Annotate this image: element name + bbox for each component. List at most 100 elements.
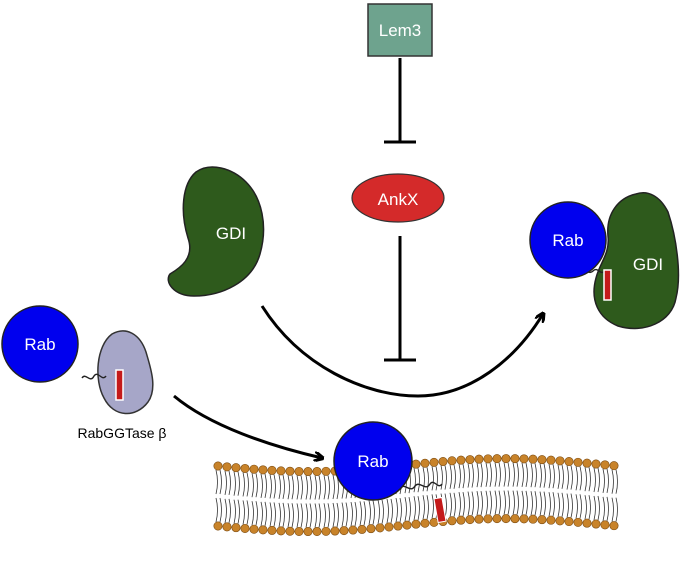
lipid-head-inner — [609, 521, 619, 531]
gdi-free-label: GDI — [216, 224, 246, 243]
lipid-head-inner — [591, 519, 601, 529]
lipid-head-outer — [447, 456, 457, 466]
lipid-head-outer — [231, 463, 241, 473]
lipid-head-inner — [348, 525, 358, 535]
lipid-head-outer — [609, 461, 619, 471]
lipid-head-inner — [447, 516, 457, 526]
lipid-head-inner — [285, 526, 295, 536]
lipid-head-outer — [222, 462, 232, 472]
lipid-head-outer — [510, 454, 520, 464]
rab-left-label: Rab — [24, 335, 55, 354]
lipid-head-outer — [303, 467, 313, 477]
lipid-head-inner — [393, 521, 403, 531]
lipid-head-inner — [321, 526, 331, 536]
lem3-node: Lem3 — [367, 3, 433, 57]
lipid-head-inner — [582, 518, 592, 528]
lipid-head-outer — [582, 458, 592, 468]
lipid-head-outer — [492, 454, 502, 464]
lipid-head-inner — [267, 525, 277, 535]
lipid-head-outer — [249, 464, 259, 474]
lipid-head-outer — [456, 455, 466, 465]
lipid-head-inner — [339, 526, 349, 536]
lipid-head-inner — [465, 515, 475, 525]
lipid-head-outer — [312, 466, 322, 476]
ankx-node: AnkX — [351, 173, 445, 223]
lipid-head-outer — [465, 455, 475, 465]
lipid-head-inner — [231, 523, 241, 533]
lipid-head-inner — [429, 517, 439, 527]
rab-rabggtase-complex: Rab RabGGTase β — [1, 305, 167, 441]
rab-membrane-label: Rab — [357, 452, 388, 471]
lipid-head-inner — [411, 519, 421, 529]
lipid-head-outer — [213, 461, 223, 471]
lipid-head-inner — [294, 526, 304, 536]
rab-complex-label: Rab — [552, 231, 583, 250]
lipid-head-outer — [519, 454, 529, 464]
lipid-head-inner — [537, 515, 547, 525]
lipid-head-outer — [294, 466, 304, 476]
lem3-label: Lem3 — [379, 21, 422, 40]
lipid-head-inner — [483, 514, 493, 524]
lipid-head-outer — [429, 457, 439, 467]
lipid-head-outer — [411, 459, 421, 469]
lipid-head-inner — [375, 523, 385, 533]
lipid-head-outer — [546, 455, 556, 465]
lipid-head-outer — [528, 454, 538, 464]
lipid-head-inner — [564, 517, 574, 527]
lipid-head-outer — [483, 454, 493, 464]
lipid-head-inner — [330, 526, 340, 536]
ankx-label: AnkX — [378, 190, 419, 209]
gdi-free: GDI — [167, 166, 265, 297]
lipid-head-inner — [222, 522, 232, 532]
lipid-head-inner — [213, 521, 223, 531]
lipid-head-outer — [267, 465, 277, 475]
lipid-head-outer — [276, 466, 286, 476]
lipid-head-inner — [600, 520, 610, 530]
lipid-head-inner — [510, 514, 520, 524]
lipid-head-inner — [312, 526, 322, 536]
lipid-head-outer — [600, 460, 610, 470]
lipid-head-inner — [546, 515, 556, 525]
rabggtase-label: RabGGTase β — [78, 425, 167, 441]
rab-gdi-complex: GDI Rab — [529, 192, 680, 330]
lem3-inhibits-ankx — [384, 58, 416, 144]
lipid-head-inner — [528, 514, 538, 524]
lipid-head-outer — [501, 454, 511, 464]
lipid-head-inner — [573, 517, 583, 527]
lipid-head-outer — [240, 463, 250, 473]
lipid-head-inner — [519, 514, 529, 524]
lipid-head-outer — [573, 457, 583, 467]
lipid-head-outer — [591, 459, 601, 469]
lipid-head-outer — [474, 454, 484, 464]
lipid-head-outer — [321, 466, 331, 476]
lipid-head-inner — [303, 527, 313, 537]
lipid-head-inner — [474, 514, 484, 524]
lipid-head-inner — [258, 525, 268, 535]
lipid-head-outer — [258, 465, 268, 475]
extraction-arrow — [260, 305, 543, 398]
lipid-head-inner — [456, 515, 466, 525]
lipid-head-inner — [555, 516, 565, 526]
lipid-head-inner — [249, 524, 259, 534]
lipid-head-inner — [357, 524, 367, 534]
gdi-complex-label: GDI — [633, 255, 663, 274]
membrane-bilayer — [213, 454, 619, 537]
lipid-head-outer — [438, 457, 448, 467]
lipid-head-inner — [492, 514, 502, 524]
lipid-head-inner — [420, 518, 430, 528]
lipid-head-inner — [402, 520, 412, 530]
lipid-head-outer — [537, 455, 547, 465]
lipid-head-outer — [555, 456, 565, 466]
rab-membrane-bound: Rab — [333, 421, 447, 524]
lipid-head-inner — [366, 524, 376, 534]
lipid-head-inner — [384, 522, 394, 532]
ankx-inhibits-arrow — [384, 236, 416, 362]
delivery-arrow — [173, 394, 322, 458]
lipid-head-outer — [564, 457, 574, 467]
lipid-head-outer — [285, 466, 295, 476]
lipid-head-outer — [420, 458, 430, 468]
lipid-head-inner — [276, 526, 286, 536]
lipid-head-inner — [240, 523, 250, 533]
lipid-head-inner — [501, 514, 511, 524]
